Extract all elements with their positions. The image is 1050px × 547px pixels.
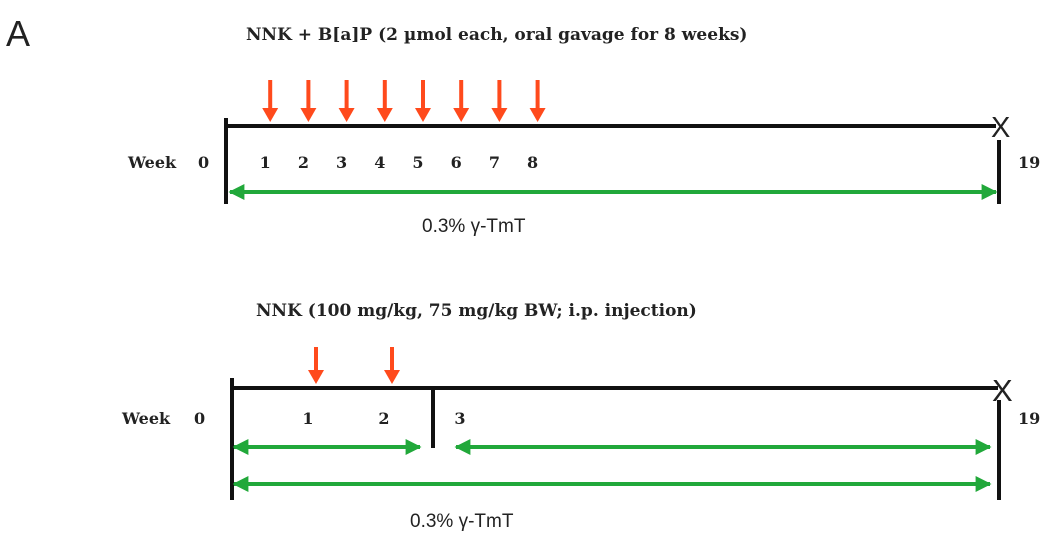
protocol-top-week-tick-1: 1 <box>260 153 271 172</box>
protocol-top-treatment-label: 0.3% γ-TmT <box>422 216 526 237</box>
protocol-bottom-treatment-arrows <box>232 439 992 492</box>
protocol-top-dose-arrow <box>529 80 546 122</box>
protocol-top-dose-arrow <box>491 80 508 122</box>
protocol-bottom: NNK (100 mg/kg, 75 mg/kg BW; i.p. inject… <box>121 301 1040 532</box>
protocol-top-week-tick-7: 7 <box>489 153 500 172</box>
protocol-bottom-week-tick-2: 2 <box>378 409 389 428</box>
protocol-top-title: NNK + B[a]P (2 µmol each, oral gavage fo… <box>246 25 747 45</box>
protocol-bottom-end-week: 19 <box>1018 409 1040 428</box>
protocol-top-end-marker: X <box>991 112 1010 144</box>
protocol-top-start-week: 0 <box>198 153 209 172</box>
protocol-bottom-dose-arrow <box>384 347 400 384</box>
protocol-top-week-tick-4: 4 <box>374 153 385 172</box>
protocol-top-week-ticks: 1 2 3 4 5 6 7 8 <box>260 153 539 172</box>
protocol-bottom-dose-arrow <box>308 347 324 384</box>
protocol-top-dose-arrows <box>262 80 546 122</box>
protocol-top-week-tick-2: 2 <box>298 153 309 172</box>
protocol-bottom-end-marker: X <box>992 373 1013 408</box>
protocol-bottom-week-tick-1: 1 <box>302 409 313 428</box>
protocol-top: NNK + B[a]P (2 µmol each, oral gavage fo… <box>127 25 1040 237</box>
protocol-top-week-label: Week <box>127 153 177 172</box>
protocol-bottom-start-week: 0 <box>194 409 205 428</box>
protocol-top-week-tick-5: 5 <box>412 153 423 172</box>
protocol-top-dose-arrow <box>338 80 355 122</box>
protocol-top-dose-arrow <box>262 80 279 122</box>
protocol-top-week-tick-3: 3 <box>336 153 347 172</box>
protocol-bottom-treatment-label: 0.3% γ-TmT <box>410 511 514 532</box>
protocol-top-week-tick-8: 8 <box>527 153 538 172</box>
protocol-top-dose-arrow <box>300 80 317 122</box>
protocol-top-end-week: 19 <box>1018 153 1040 172</box>
protocol-top-dose-arrow <box>415 80 431 122</box>
protocol-top-week-tick-6: 6 <box>451 153 462 172</box>
protocol-bottom-week-ticks: 1 2 3 <box>302 409 465 428</box>
protocol-bottom-title: NNK (100 mg/kg, 75 mg/kg BW; i.p. inject… <box>256 301 697 321</box>
protocol-top-dose-arrow <box>453 80 470 122</box>
protocol-top-dose-arrow <box>376 80 393 122</box>
protocol-bottom-week-tick-3: 3 <box>454 409 465 428</box>
protocol-bottom-week-label: Week <box>121 409 171 428</box>
protocol-bottom-dose-arrows <box>308 347 400 384</box>
panel-label: A <box>6 13 30 54</box>
